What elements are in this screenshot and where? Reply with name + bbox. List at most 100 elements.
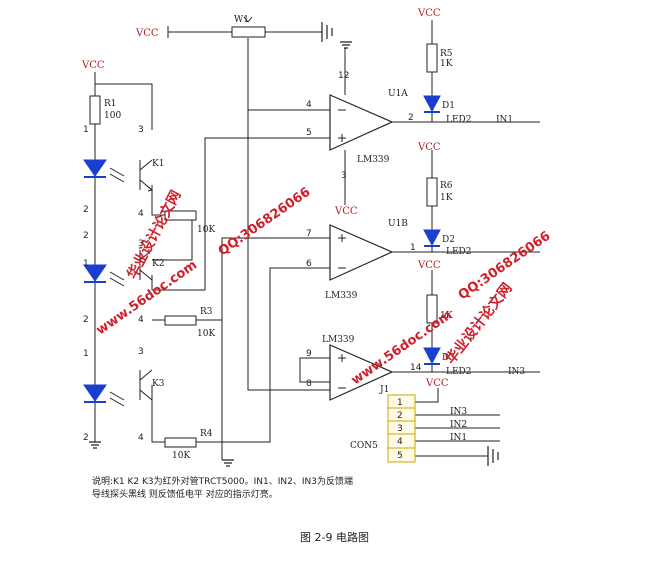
w1-label: W1: [234, 15, 249, 25]
k3-pin-4: 4: [138, 433, 144, 443]
led-node-6: 1: [83, 349, 89, 359]
pin-6: 6: [306, 259, 312, 269]
watermark-site-left: www.56doc.com: [94, 258, 200, 339]
j1-in1-label: IN1: [450, 433, 467, 443]
comparators: [329, 94, 394, 401]
component-labels: VCC W1 VCC R1 100 VCC R5 1K U1A D1 LED2 …: [81, 8, 525, 461]
r5-label: R5: [440, 49, 453, 59]
comparator-u1b: [329, 224, 394, 281]
j1-pin-1: 1: [397, 398, 403, 408]
d1-label: D1: [442, 101, 455, 111]
j1-pin-4: 4: [397, 437, 403, 447]
led-node-5: 2: [83, 315, 89, 325]
indicator-led-d2: [423, 229, 441, 247]
vcc-label-left: VCC: [81, 60, 105, 71]
pin-1: 1: [410, 243, 416, 253]
led-node-7: 2: [83, 433, 89, 443]
j1-label: J1: [379, 385, 389, 395]
figure-caption: 图 2-9 电路图: [300, 531, 369, 544]
ground-symbols: [89, 22, 499, 467]
vcc-label-pin3: VCC: [334, 206, 358, 217]
r3-value: 10K: [197, 329, 215, 339]
d1-led-label: LED2: [446, 115, 472, 125]
r7-value: 1K: [440, 311, 453, 321]
d3-label: D3: [442, 353, 455, 363]
resistor-r5: [426, 43, 438, 73]
d3-led-label: LED2: [446, 367, 472, 377]
r4-label: R4: [200, 429, 213, 439]
pin-7: 7: [306, 229, 312, 239]
r4-value: 10K: [172, 451, 190, 461]
lm339-label-a: LM339: [357, 155, 390, 165]
led-node-2: 2: [83, 205, 89, 215]
r1-label: R1: [104, 99, 117, 109]
resistors: [89, 43, 438, 448]
resistor-r7: [426, 294, 438, 324]
pin-3: 3: [341, 171, 347, 181]
vcc-label-r6: VCC: [417, 142, 441, 153]
indicator-led-d3: [423, 347, 441, 365]
k2-pin-3: 3: [138, 239, 144, 249]
resistor-r3: [164, 315, 197, 326]
k3-label: K3: [152, 379, 165, 389]
led-node-3: 2: [83, 231, 89, 241]
pin-5: 5: [306, 128, 312, 138]
vcc-label-r5: VCC: [417, 8, 441, 19]
phototransistors: [139, 159, 154, 401]
j1-pin-2: 2: [397, 411, 403, 421]
comparator-u1a: [329, 94, 394, 151]
comparator-u1c: [329, 344, 394, 401]
vcc-label-top: VCC: [135, 28, 159, 39]
connector-j1: [387, 394, 416, 463]
r6-label: R6: [440, 181, 453, 191]
phototransistor-k2: [139, 249, 153, 281]
resistor-r4: [164, 437, 197, 448]
k1-pin-3: 3: [138, 125, 144, 135]
resistor-r1: [89, 95, 101, 125]
lm339-label-c: LM339: [322, 335, 355, 345]
potentiometer-w1: [231, 16, 266, 38]
vcc-label-r7: VCC: [417, 260, 441, 271]
j1-pin-5: 5: [397, 451, 403, 461]
ir-led-1: [83, 159, 107, 177]
pin-numbers: 12 3 4 5 2 7 6 1 9 8 14 1 2 2 1 2 1 2 3 …: [83, 71, 422, 461]
lm339-label-b: LM339: [325, 291, 358, 301]
in1-label: IN1: [496, 115, 513, 125]
d2-label: D2: [442, 235, 455, 245]
pin-4: 4: [306, 100, 312, 110]
led-node-1: 1: [83, 125, 89, 135]
k3-pin-3: 3: [138, 347, 144, 357]
ir-led-3: [83, 384, 107, 402]
pin-8: 8: [306, 379, 312, 389]
comparator-signs: [338, 109, 346, 389]
note-line-2: 导线探头黑线 则反馈低电平 对应的指示灯亮。: [92, 488, 278, 500]
ir-leds: [83, 159, 125, 407]
led-node-4: 1: [83, 259, 89, 269]
r5-value: 1K: [440, 59, 453, 69]
r6-value: 1K: [440, 193, 453, 203]
u1b-label: U1B: [388, 219, 408, 229]
phototransistor-k3: [139, 369, 153, 401]
r2-value: 10K: [197, 225, 215, 235]
j1-in2-label: IN2: [450, 420, 467, 430]
k1-label: K1: [152, 159, 164, 169]
ir-led-2: [83, 264, 107, 282]
resistor-r2: [164, 210, 197, 221]
k2-pin-4: 4: [138, 315, 144, 325]
con5-label: CON5: [350, 441, 378, 451]
r1-value: 100: [104, 111, 121, 121]
indicator-leds: [423, 95, 441, 365]
j1-pin-3: 3: [397, 424, 403, 434]
d2-led-label: LED2: [446, 247, 472, 257]
k1-pin-4: 4: [138, 209, 144, 219]
note-line-1: 说明:K1 K2 K3为红外对管TRCT5000。IN1、IN2、IN3为反馈端: [92, 475, 353, 487]
indicator-led-d1: [423, 95, 441, 113]
pin-14: 14: [410, 363, 422, 373]
resistor-r6: [426, 177, 438, 207]
k2-label: K2: [152, 259, 164, 269]
pin-12: 12: [338, 71, 349, 81]
pin-9: 9: [306, 349, 312, 359]
pin-2: 2: [408, 113, 414, 123]
watermark-qq-left: QQ:306826066: [216, 185, 314, 260]
phototransistor-k1: [139, 159, 154, 192]
